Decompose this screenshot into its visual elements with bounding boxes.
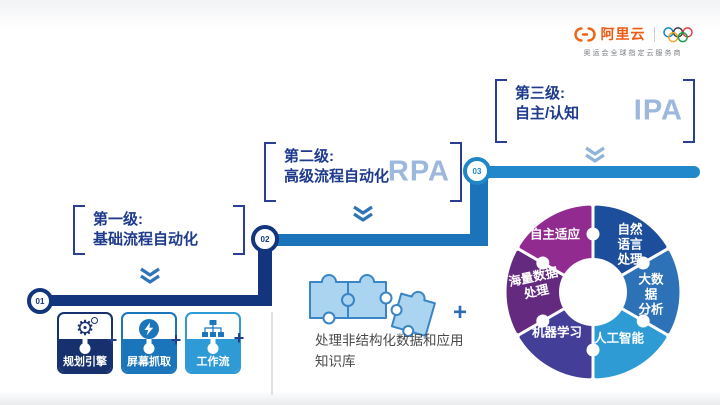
foundation-box-label: 规划引擎 [63, 356, 107, 368]
brand-tagline: 奥运会全球指定云服务商 [583, 50, 683, 57]
alibaba-cloud-icon [573, 26, 596, 42]
level-3-acronym: IPA [633, 94, 683, 127]
step-bar-1 [40, 295, 272, 306]
wheel-segment-bigdata [591, 246, 683, 338]
step-bar-3 [478, 166, 700, 178]
level-2-subtitle: 高级流程自动化 [284, 167, 390, 185]
plus-sign: + [106, 330, 118, 350]
level-2-acronym: RPA [387, 155, 450, 188]
brand-divider [653, 26, 655, 42]
wheel-label-adaptive: 自主适应 [529, 227, 581, 242]
foundation-box-screen-scraping: 屏幕抓取 [121, 312, 177, 374]
wheel-label-bigdata: 大数据 分析 [638, 272, 664, 317]
bottom-gradient [0, 391, 720, 405]
level-2-block: 第二级: 高级流程自动化 RPA [264, 142, 462, 202]
olympic-rings-icon [662, 26, 693, 42]
step-riser-2 [470, 172, 488, 240]
level-2-title: 第二级: [284, 148, 334, 165]
level-3-title: 第三级: [515, 85, 565, 102]
step-circle-02: 02 [251, 225, 279, 253]
brand-wordmark: 阿里云 [600, 26, 646, 42]
section-divider-line [271, 312, 273, 395]
plus-sign: + [452, 299, 467, 326]
foundation-box-workflow: 工作流 [185, 312, 241, 374]
step-riser-1 [258, 240, 272, 300]
brand-logo: 阿里云 奥运会全球指定云服务商 [558, 24, 708, 58]
wheel-label-ai: 人工智能 [593, 331, 645, 346]
chevron-down-icon [140, 267, 160, 284]
wheel-label-ml: 机器学习 [531, 325, 583, 340]
step-bar-2 [266, 234, 488, 246]
level-1-subtitle: 基础流程自动化 [93, 230, 199, 248]
plus-sign: + [170, 330, 182, 350]
step-circle-03: 03 [463, 157, 491, 185]
unstructured-data-caption: 处理非结构化数据和应用 知识库 [315, 333, 464, 369]
level-1-block: 第一级: 基础流程自动化 [73, 205, 245, 255]
plus-sign: + [233, 328, 245, 348]
gear-icon: ⚙ [59, 316, 111, 341]
chevron-down-icon [353, 205, 373, 222]
level-1-title: 第一级: [93, 211, 143, 228]
workflow-icon [187, 316, 239, 341]
level-3-block: 第三级: 自主/认知 IPA [495, 79, 695, 143]
bolt-circle-icon [123, 316, 175, 341]
puzzle-pieces-icon [309, 274, 436, 337]
foundation-box-planning-engine: ⚙ 规划引擎 [57, 312, 113, 374]
step-circle-01: 01 [27, 288, 53, 314]
foundation-box-label: 屏幕抓取 [127, 356, 171, 368]
wheel-label-nlp: 自然 语言 处理 [617, 222, 643, 267]
top-gradient [0, 0, 720, 30]
chevron-down-icon [585, 146, 605, 163]
foundation-box-label: 工作流 [196, 356, 230, 368]
wheel-segment-massdata [503, 246, 595, 338]
capability-wheel: 自然 语言 处理 大数据 分析 人工智能 机器学习 海量数据 处理 自主适应 [498, 197, 688, 387]
level-3-subtitle: 自主/认知 [515, 104, 580, 122]
